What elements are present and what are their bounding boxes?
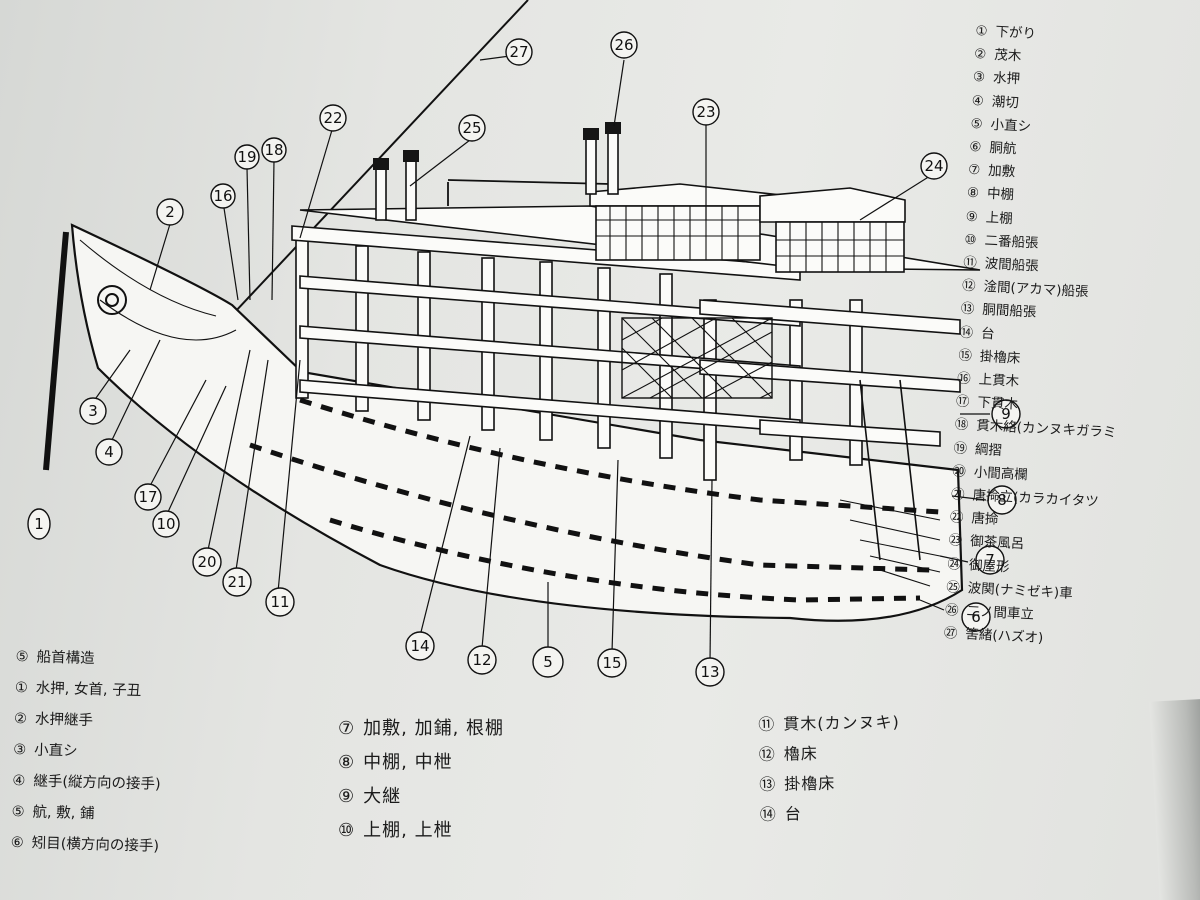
svg-text:10: 10 (156, 515, 175, 533)
callout-13: 13 (695, 657, 725, 687)
svg-text:12: 12 (472, 651, 491, 669)
bow-crest-icon (97, 285, 127, 315)
callout-10: 10 (152, 510, 180, 538)
svg-text:9: 9 (1001, 405, 1011, 423)
stern-ribs (839, 379, 941, 587)
svg-text:3: 3 (88, 402, 98, 420)
callout-5: 5 (532, 646, 564, 678)
ship-hull (70, 223, 964, 622)
callout-26: 26 (610, 31, 638, 59)
callout-4: 4 (95, 438, 123, 466)
callout-11: 11 (265, 587, 295, 617)
svg-text:16: 16 (213, 187, 232, 205)
plank-seam (249, 442, 931, 573)
svg-text:25: 25 (462, 119, 481, 137)
bow-plank-line (79, 239, 217, 317)
svg-text:15: 15 (602, 654, 621, 672)
callout-22: 22 (319, 104, 347, 132)
deck-frame (291, 225, 961, 481)
svg-text:24: 24 (924, 157, 943, 175)
callout-2: 2 (156, 198, 184, 226)
callout-7: 7 (975, 545, 1005, 575)
svg-text:22: 22 (323, 109, 342, 127)
svg-text:27: 27 (509, 43, 528, 61)
svg-text:4: 4 (104, 443, 114, 461)
callout-8: 8 (987, 485, 1017, 515)
svg-text:26: 26 (614, 36, 633, 54)
svg-text:6: 6 (971, 608, 981, 626)
callout-6: 6 (961, 602, 991, 632)
callout-25: 25 (458, 114, 486, 142)
svg-text:18: 18 (264, 141, 283, 159)
callout-15: 15 (597, 648, 627, 678)
svg-text:17: 17 (138, 488, 157, 506)
top-rail (447, 179, 611, 206)
svg-text:5: 5 (543, 653, 553, 671)
svg-text:1: 1 (34, 515, 44, 533)
lattice-panel (621, 317, 773, 399)
bow-crest-icon (105, 293, 119, 307)
plank-seam (299, 397, 941, 515)
svg-text:2: 2 (165, 203, 175, 221)
callout-16: 16 (210, 183, 236, 209)
bow-pole (43, 231, 69, 471)
callout-14: 14 (405, 631, 435, 661)
cabin-oyakata (759, 187, 906, 273)
callout-23: 23 (692, 98, 720, 126)
callout-27: 27 (505, 38, 533, 66)
callout-9: 9 (991, 399, 1021, 429)
svg-text:13: 13 (700, 663, 719, 681)
callout-3: 3 (79, 397, 107, 425)
svg-text:8: 8 (997, 491, 1007, 509)
leader-lines (95, 55, 990, 663)
plank-seam (329, 517, 921, 603)
callout-20: 20 (192, 547, 222, 577)
svg-text:21: 21 (227, 573, 246, 591)
callout-1: 1 (27, 508, 51, 540)
svg-text:19: 19 (237, 148, 256, 166)
kurumatate-posts (373, 122, 621, 221)
callout-19: 19 (234, 144, 260, 170)
svg-text:20: 20 (197, 553, 216, 571)
callout-17: 17 (134, 483, 162, 511)
callout-18: 18 (261, 137, 287, 163)
callout-21: 21 (222, 567, 252, 597)
cabin-ochaburo (589, 183, 791, 261)
callout-12: 12 (467, 645, 497, 675)
svg-text:14: 14 (410, 637, 429, 655)
callout-24: 24 (920, 152, 948, 180)
svg-text:7: 7 (985, 551, 995, 569)
svg-text:23: 23 (696, 103, 715, 121)
svg-text:11: 11 (270, 593, 289, 611)
